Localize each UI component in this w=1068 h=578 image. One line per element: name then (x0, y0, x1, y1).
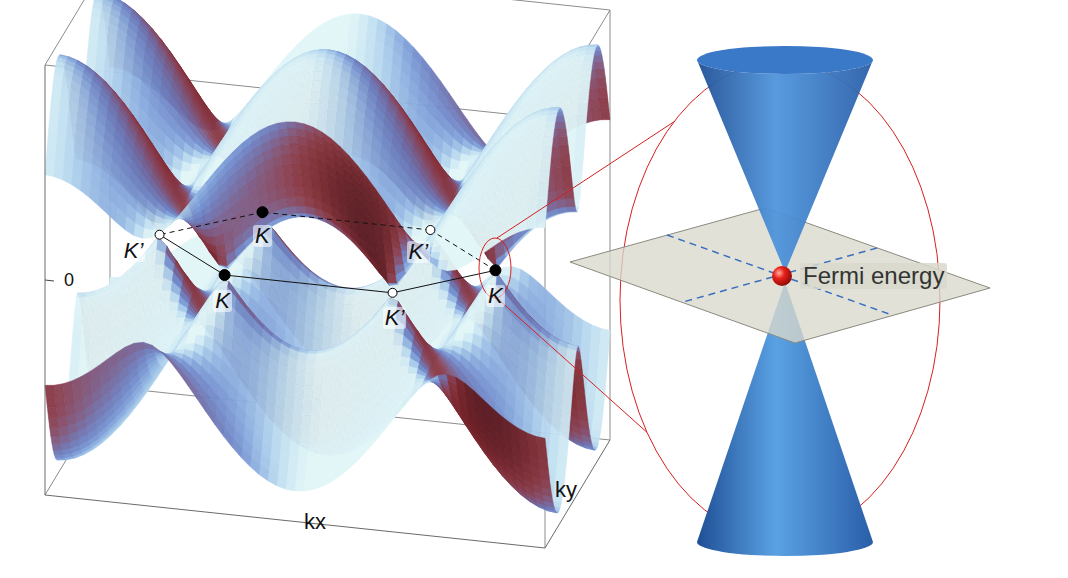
figure-stage: K’KK’0KK’KkxkyFermi energy (0, 0, 1068, 578)
